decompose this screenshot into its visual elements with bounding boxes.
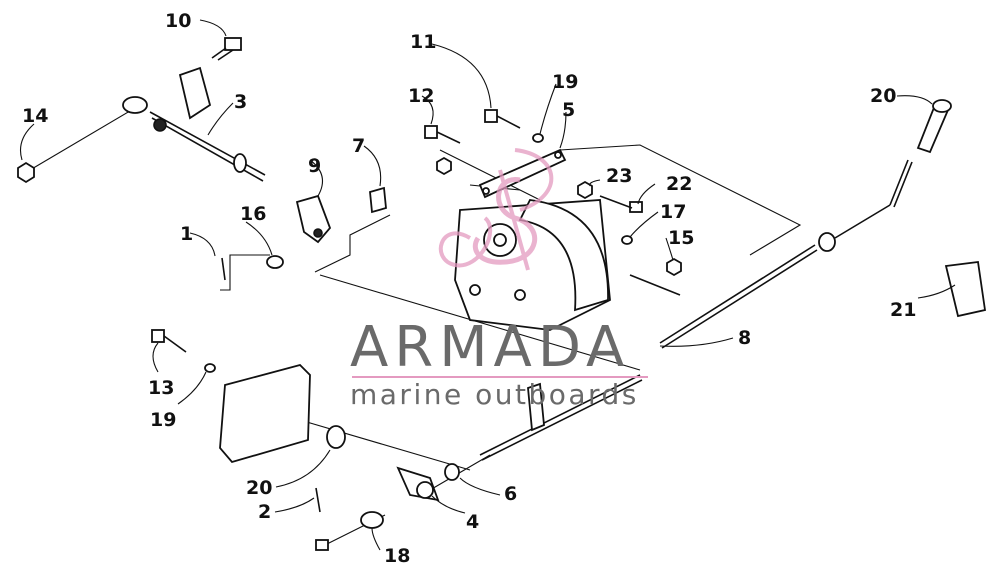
callout-6: 6	[504, 483, 517, 505]
callout-4: 4	[466, 511, 479, 533]
linkage-rod-3	[122, 66, 266, 182]
callout-16: 16	[240, 203, 266, 225]
callout-3: 3	[234, 91, 247, 113]
callout-24: 23	[606, 165, 632, 187]
cover-plate	[151, 329, 311, 464]
bellcrank-group	[221, 186, 387, 281]
callout-19-upper: 19	[552, 71, 578, 93]
callout-1: 1	[180, 223, 193, 245]
callout-5: 5	[562, 99, 575, 121]
callout-19-lower: 19	[150, 409, 176, 431]
bolt-10	[211, 37, 242, 61]
callout-15: 15	[668, 227, 694, 249]
decal-22	[944, 260, 987, 318]
throttle-shaft-8	[659, 99, 952, 349]
callout-8: 8	[738, 327, 751, 349]
callout-23: 22	[666, 173, 692, 195]
lower-shaft	[315, 374, 643, 551]
callout-11: 11	[410, 31, 436, 53]
callout-22: 21	[890, 299, 916, 321]
nut-14	[17, 161, 35, 184]
callout-7: 7	[352, 135, 365, 157]
callout-2: 2	[258, 501, 271, 523]
leader-lines	[19, 19, 956, 551]
watermark-tagline: marine outboards	[350, 378, 639, 411]
hardware-upper	[424, 109, 682, 296]
callout-10: 10	[165, 10, 191, 32]
callout-18: 18	[384, 545, 410, 567]
callout-20: 20	[246, 477, 272, 499]
callouts: 10 14 3 9 7 16 1 11 12 19 5 23 22 17 15 …	[22, 10, 916, 567]
callout-12: 12	[408, 85, 434, 107]
callout-21: 20	[870, 85, 896, 107]
callout-13: 13	[148, 377, 174, 399]
watermark-logo-icon	[438, 148, 554, 271]
callout-9: 9	[308, 155, 321, 177]
callout-14: 14	[22, 105, 48, 127]
callout-17: 17	[660, 201, 686, 223]
watermark: ARMADA marine outboards	[350, 148, 648, 411]
watermark-brand: ARMADA	[350, 315, 630, 380]
